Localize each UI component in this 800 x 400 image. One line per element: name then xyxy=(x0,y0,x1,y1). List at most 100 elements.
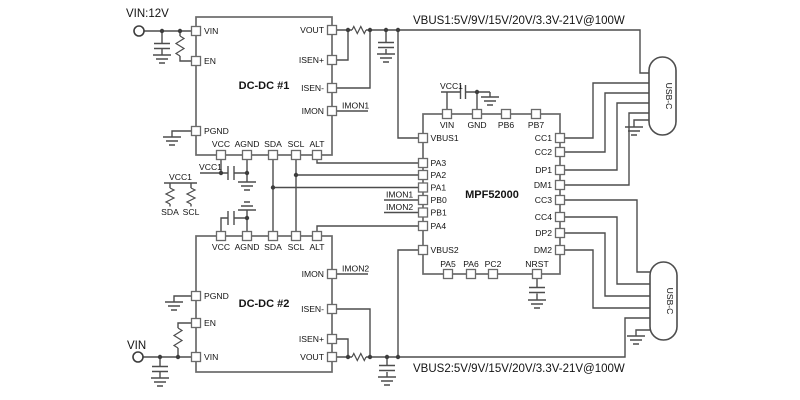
ground-icon xyxy=(153,54,171,64)
dcdc2-pin-en: EN xyxy=(204,318,216,328)
dcdc2-body xyxy=(195,235,333,373)
dcdc2-pin-alt: ALT xyxy=(309,242,325,252)
net-labels: VBUS1:5V/9V/15V/20V/3.3V-21V@100W VBUS2:… xyxy=(161,15,625,375)
mpf-pin-dp1: DP1 xyxy=(535,165,552,175)
dcdc1-body xyxy=(195,16,333,156)
vin1-terminal-icon xyxy=(133,25,145,37)
dcdc2-pin-pgnd: PGND xyxy=(204,291,229,301)
vin1-label: VIN:12V xyxy=(126,8,169,20)
mpf-pin-dm1: DM1 xyxy=(534,180,552,190)
imon1-label-mpf: IMON1 xyxy=(386,190,413,200)
dcdc2-pin-imon: IMON xyxy=(302,269,324,279)
dcdc2-pin-isenp: ISEN+ xyxy=(299,334,324,344)
ground-icon xyxy=(625,126,643,136)
dcdc1-pin-imon: IMON xyxy=(302,106,324,116)
mpf-pin-dm2: DM2 xyxy=(534,245,552,255)
imon2-label-mpf: IMON2 xyxy=(386,202,413,212)
resistors xyxy=(164,25,367,362)
dcdc2-block: DC-DC #2 VCC AGND SDA SCL ALT PGND EN VI… xyxy=(190,230,338,373)
dcdc1-pin-pgnd: PGND xyxy=(204,126,229,136)
dcdc1-pin-isenp: ISEN+ xyxy=(299,55,324,65)
resistor-pullup-scl xyxy=(185,187,197,205)
usbc2-label: USB-C xyxy=(665,288,675,315)
mpf-pin-cc3: CC3 xyxy=(535,195,552,205)
mpf-pin-vbus2: VBUS2 xyxy=(431,245,459,255)
dcdc1-pin-vout: VOUT xyxy=(300,25,325,35)
mpf-pin-cc2: CC2 xyxy=(535,147,552,157)
resistor-en2 xyxy=(172,327,184,349)
ground-symbols xyxy=(151,53,645,387)
ground-icon xyxy=(627,335,645,345)
dcdc1-pin-vin: VIN xyxy=(204,26,218,36)
shunt-resistor-vbus2 xyxy=(351,352,367,362)
vin2-terminal: VIN xyxy=(127,340,146,363)
usbc1-body xyxy=(648,56,677,136)
resistor-en1 xyxy=(174,35,186,57)
dcdc2-pin-isenn: ISEN- xyxy=(301,304,324,314)
dcdc1-pin-isenn: ISEN- xyxy=(301,83,324,93)
mpf-pin-vbus1: VBUS1 xyxy=(431,133,459,143)
mpf52000-block: MPF52000 VIN GND PB6 PB7 VBUS1 PA3 PA2 P… xyxy=(417,108,566,280)
ground-icon xyxy=(165,301,183,311)
mpf-pin-pb7: PB7 xyxy=(528,120,544,130)
dcdc1-pin-sda: SDA xyxy=(264,139,282,149)
mpf-pin-pb1: PB1 xyxy=(431,208,447,218)
vbus2-net-label: VBUS2:5V/9V/15V/20V/3.3V-21V@100W xyxy=(413,363,625,375)
mpf-pin-nrst: NRST xyxy=(525,259,549,269)
mpf-pin-vin: VIN xyxy=(440,120,454,130)
junction-dots xyxy=(157,27,480,360)
mpf-pin-pa5: PA5 xyxy=(440,259,456,269)
dcdc2-pin-vout: VOUT xyxy=(300,352,325,362)
vin2-label: VIN xyxy=(127,340,146,352)
dcdc1-pin-agnd: AGND xyxy=(235,139,260,149)
sda-pullup-label: SDA xyxy=(161,207,179,217)
ground-icon xyxy=(377,53,395,63)
imon2-label-dcdc2: IMON2 xyxy=(342,264,369,274)
ground-icon xyxy=(238,181,256,191)
dcdc1-pin-en: EN xyxy=(204,56,216,66)
vcc1-label-mpf: VCC1 xyxy=(440,81,463,91)
vbus1-net-label: VBUS1:5V/9V/15V/20V/3.3V-21V@100W xyxy=(413,15,625,27)
mpf-pin-pc2: PC2 xyxy=(485,259,502,269)
mpf-pin-pa6: PA6 xyxy=(463,259,479,269)
dcdc2-pin-vin: VIN xyxy=(204,352,218,362)
vcc1-label-pullup: VCC1 xyxy=(169,172,192,182)
ground-icon xyxy=(378,376,396,386)
ground-icon xyxy=(528,299,546,309)
ground-icon xyxy=(481,96,499,106)
mpf-pin-pa2: PA2 xyxy=(431,170,447,180)
resistor-pullup-sda xyxy=(164,187,176,205)
dcdc1-pin-vcc: VCC xyxy=(212,139,230,149)
vin2-terminal-icon xyxy=(132,351,144,363)
ground-icon-inverted xyxy=(238,201,256,211)
dcdc1-pin-scl: SCL xyxy=(288,139,305,149)
ground-icon xyxy=(163,136,181,146)
usbc2-connector: USB-C xyxy=(649,261,678,341)
dcdc2-pin-scl: SCL xyxy=(288,242,305,252)
vin1-terminal: VIN:12V xyxy=(126,8,169,37)
wires xyxy=(143,29,650,378)
dcdc1-name: DC-DC #1 xyxy=(239,80,290,92)
mpf52000-name: MPF52000 xyxy=(465,189,519,201)
mpf52000-body xyxy=(422,113,561,275)
shunt-resistor-vbus1 xyxy=(351,25,367,35)
mpf-pin-cc4: CC4 xyxy=(535,212,552,222)
vcc1-label-dcdc1: VCC1 xyxy=(199,162,222,172)
ground-icon xyxy=(151,377,169,387)
mpf-pin-pb6: PB6 xyxy=(498,120,514,130)
dcdc2-name: DC-DC #2 xyxy=(239,298,290,310)
usbc2-body xyxy=(649,261,678,341)
dcdc2-pin-vcc: VCC xyxy=(212,242,230,252)
usbc1-label: USB-C xyxy=(664,83,674,110)
usbc1-connector: USB-C xyxy=(648,56,677,136)
dcdc2-pin-sda: SDA xyxy=(264,242,282,252)
dcdc2-pin-agnd: AGND xyxy=(235,242,260,252)
dcdc1-pin-alt: ALT xyxy=(309,139,325,149)
imon1-label-dcdc1: IMON1 xyxy=(342,101,369,111)
mpf-pin-cc1: CC1 xyxy=(535,133,552,143)
capacitors xyxy=(152,41,545,373)
mpf-pin-pb0: PB0 xyxy=(431,195,447,205)
mpf-pin-pa4: PA4 xyxy=(431,221,447,231)
